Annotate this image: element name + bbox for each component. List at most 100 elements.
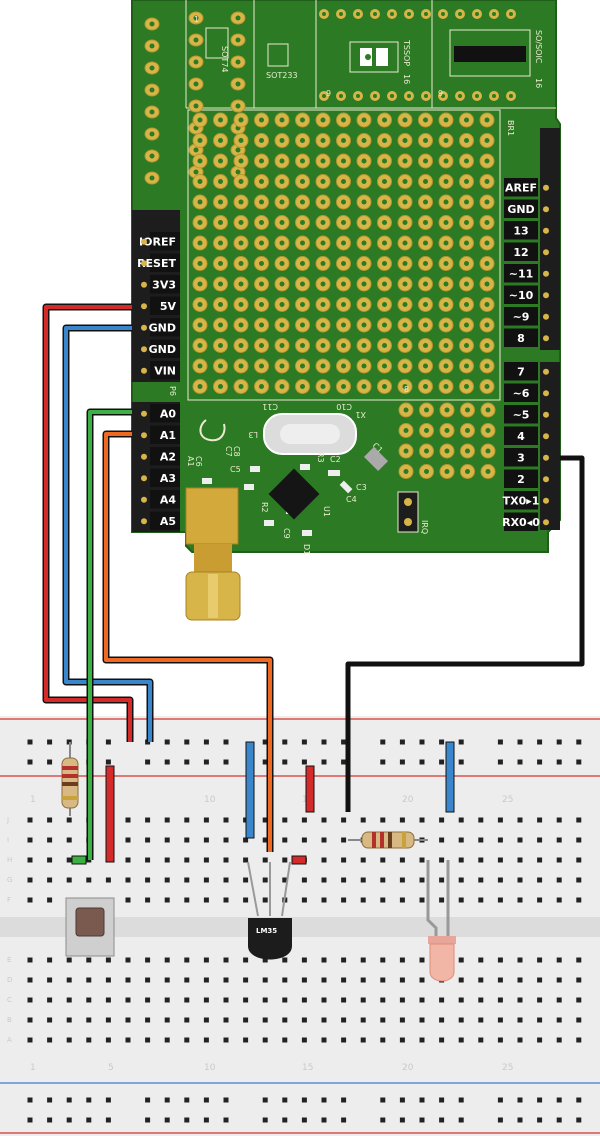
breadboard-hole bbox=[47, 897, 53, 903]
pad-hole bbox=[492, 94, 496, 98]
breadboard-hole bbox=[184, 1017, 190, 1023]
breadboard-hole bbox=[164, 897, 170, 903]
pad-hole bbox=[443, 240, 449, 246]
pad-hole bbox=[464, 199, 469, 205]
pad-hole bbox=[402, 384, 408, 389]
breadboard-hole bbox=[341, 977, 347, 983]
breadboard-hole bbox=[86, 957, 92, 963]
header-pin bbox=[543, 368, 549, 375]
breadboard-hole bbox=[497, 857, 503, 863]
breadboard-hole bbox=[380, 817, 386, 823]
resistor-2-band-4 bbox=[402, 832, 406, 848]
pin-label: 3 bbox=[517, 452, 525, 465]
breadboard-hole bbox=[380, 877, 386, 883]
breadboard-hole bbox=[105, 957, 111, 963]
pin-label: TX0▸1 bbox=[503, 495, 540, 508]
pad-hole bbox=[382, 240, 387, 246]
breadboard-hole bbox=[223, 1017, 229, 1023]
pad-hole bbox=[149, 87, 155, 93]
breadboard-hole bbox=[556, 997, 562, 1003]
rail-hole bbox=[497, 1097, 503, 1103]
header-pin bbox=[543, 433, 549, 440]
pad-hole bbox=[423, 220, 428, 225]
pad-hole bbox=[300, 384, 305, 389]
pad-hole bbox=[218, 138, 223, 143]
breadboard-hole bbox=[556, 857, 562, 863]
header-pin bbox=[543, 390, 549, 397]
breadboard-hole bbox=[458, 817, 464, 823]
breadboard-hole bbox=[380, 977, 386, 983]
pad-hole bbox=[341, 322, 346, 328]
rail-hole bbox=[341, 739, 347, 745]
breadboard-hole bbox=[203, 837, 209, 843]
breadboard-hole bbox=[282, 877, 288, 883]
pad-hole bbox=[341, 199, 346, 205]
silk-l3: L3 bbox=[248, 430, 258, 439]
resistor-1-band-2 bbox=[62, 774, 78, 778]
rail-hole bbox=[262, 759, 268, 765]
rail-hole bbox=[184, 739, 190, 745]
pad-hole bbox=[424, 12, 428, 16]
silk-d1: D1 bbox=[302, 544, 311, 555]
column-number-20-top: 20 bbox=[402, 795, 414, 805]
pad-hole bbox=[361, 261, 367, 266]
rail-hole bbox=[27, 1117, 33, 1123]
breadboard-hole bbox=[223, 877, 229, 883]
breadboard-hole bbox=[458, 977, 464, 983]
breadboard-hole bbox=[145, 877, 151, 883]
pin-label-bg bbox=[504, 221, 538, 240]
pad-hole bbox=[341, 138, 346, 143]
irq-pin-2 bbox=[404, 518, 412, 526]
rail-hole bbox=[145, 759, 151, 765]
breadboard-hole bbox=[517, 817, 523, 823]
breadboard-hole bbox=[203, 977, 209, 983]
column-number-20-bottom: 20 bbox=[402, 1063, 414, 1073]
breadboard-hole bbox=[439, 877, 445, 883]
pad-hole bbox=[341, 302, 346, 307]
breadboard-hole bbox=[439, 997, 445, 1003]
rail-hole bbox=[380, 1097, 386, 1103]
rail-hole bbox=[321, 1097, 327, 1103]
breadboard-hole bbox=[341, 877, 347, 883]
pad-hole bbox=[235, 147, 241, 153]
pin-label-bg bbox=[150, 339, 180, 358]
breadboard-hole bbox=[203, 857, 209, 863]
pad-hole bbox=[218, 220, 223, 225]
header-pin bbox=[141, 496, 147, 503]
breadboard-hole bbox=[399, 957, 405, 963]
breadboard-hole bbox=[184, 957, 190, 963]
breadboard-hole bbox=[262, 1017, 268, 1023]
row-letter-h: H bbox=[7, 856, 12, 864]
breadboard-hole bbox=[66, 877, 72, 883]
breadboard-hole bbox=[341, 837, 347, 843]
jumper-red-button bbox=[105, 765, 115, 863]
pin-label: ~11 bbox=[509, 268, 534, 281]
pad-hole bbox=[320, 384, 326, 389]
pad-hole bbox=[382, 322, 387, 328]
pad-hole bbox=[218, 261, 223, 266]
breadboard-hole bbox=[399, 977, 405, 983]
rail-hole bbox=[341, 759, 347, 765]
breadboard-hole bbox=[419, 857, 425, 863]
pad-hole bbox=[402, 199, 408, 205]
analog-header bbox=[132, 402, 180, 532]
breadboard-hole bbox=[321, 877, 327, 883]
pin-label-bg bbox=[150, 425, 180, 444]
rail-hole bbox=[47, 1117, 53, 1123]
pad-hole bbox=[300, 281, 305, 287]
silk-c11: C11 bbox=[262, 402, 278, 411]
pad-hole bbox=[320, 343, 326, 348]
rail-hole bbox=[301, 1097, 307, 1103]
breadboard-hole bbox=[419, 977, 425, 983]
pad-hole bbox=[443, 363, 449, 369]
rail-hole bbox=[66, 1097, 72, 1103]
breadboard-hole bbox=[184, 857, 190, 863]
breadboard-hole bbox=[419, 957, 425, 963]
breadboard-hole bbox=[164, 997, 170, 1003]
pad-hole bbox=[403, 407, 409, 413]
pad-hole bbox=[320, 199, 326, 205]
pad-hole bbox=[361, 343, 367, 348]
rail-hole bbox=[419, 1097, 425, 1103]
breadboard-hole bbox=[243, 1017, 249, 1023]
